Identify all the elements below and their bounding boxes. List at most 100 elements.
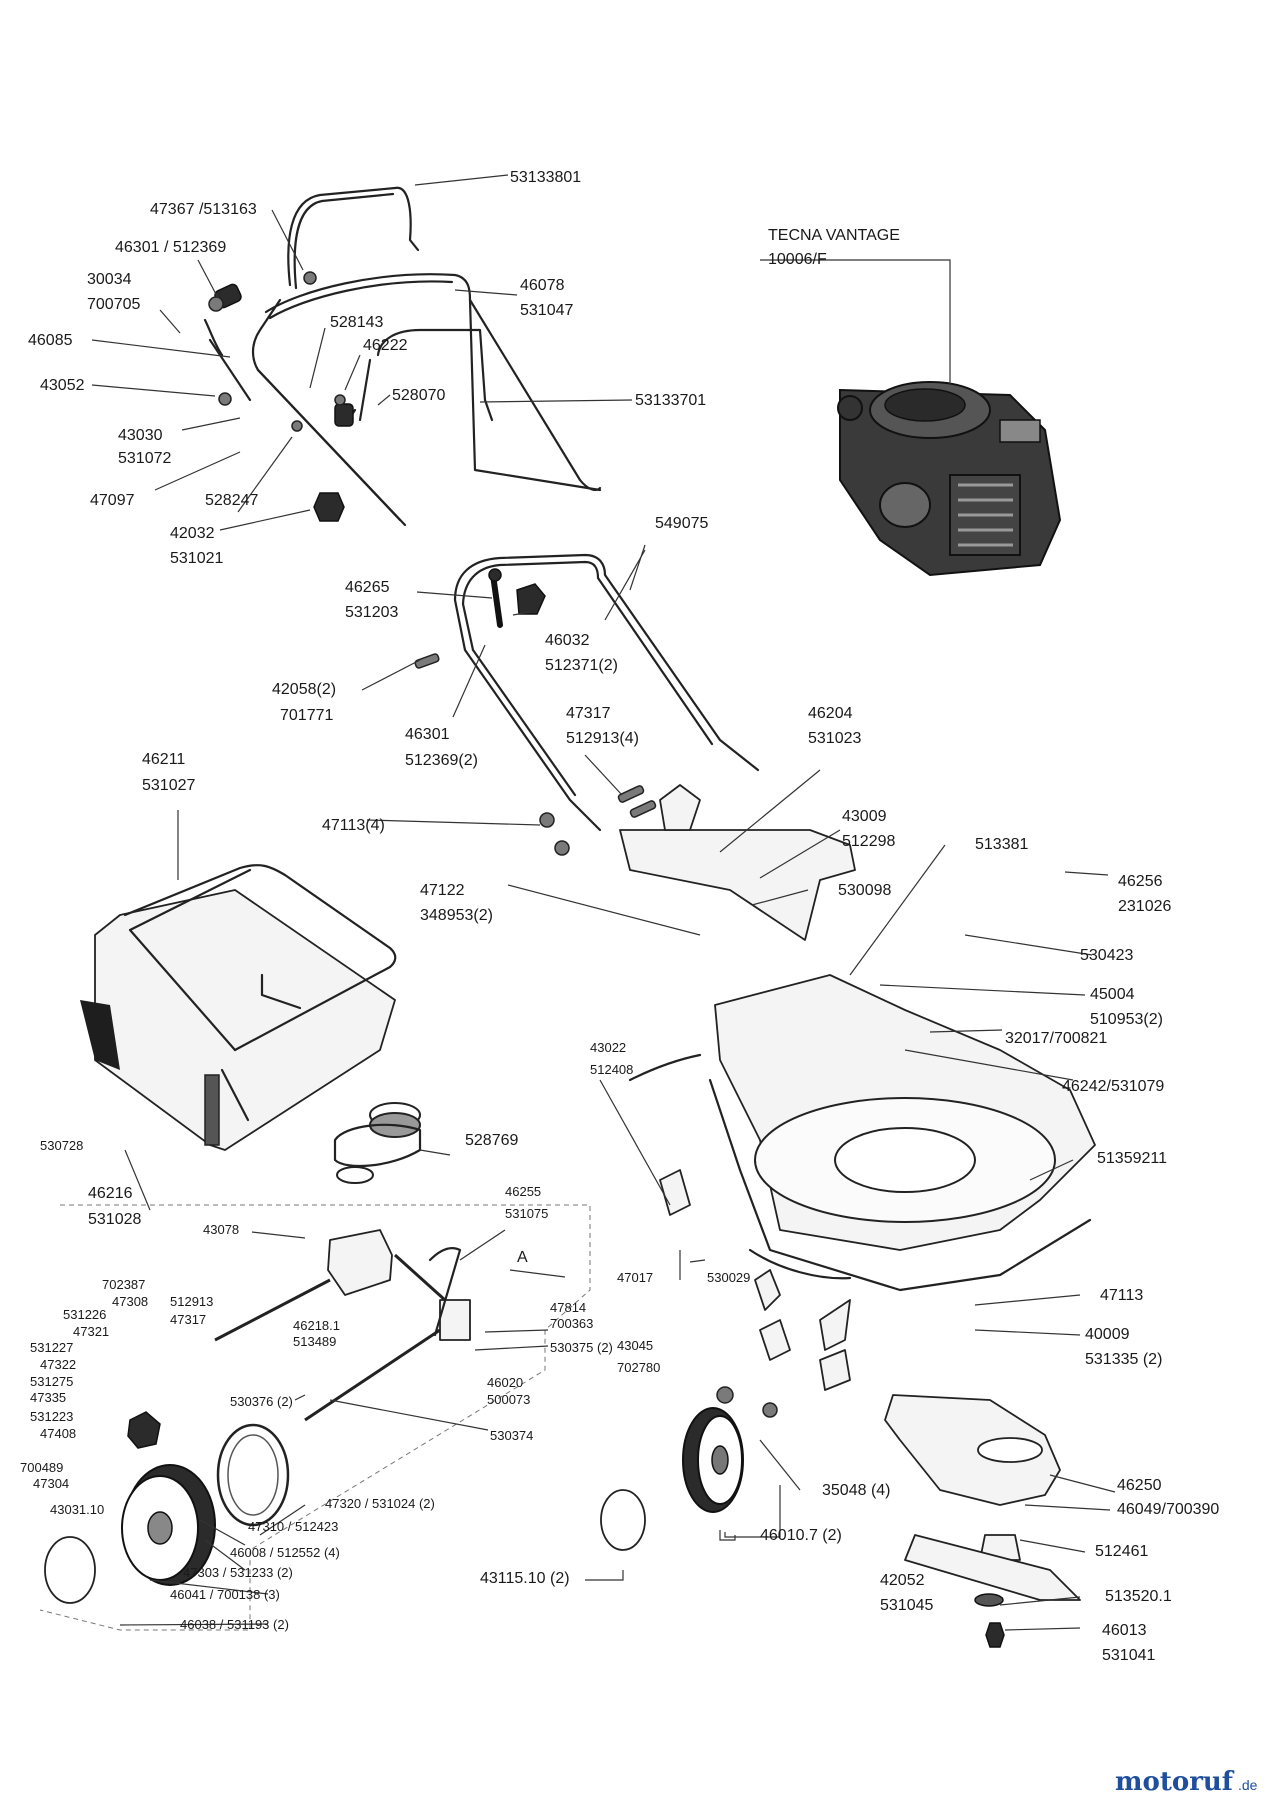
label-500073: 500073 bbox=[487, 1392, 530, 1407]
label-513489: 513489 bbox=[293, 1334, 336, 1349]
label-46204: 46204 bbox=[808, 705, 853, 722]
label-A: A bbox=[517, 1249, 528, 1266]
label-531275: 531275 bbox=[30, 1374, 73, 1389]
label-46049: 46049/700390 bbox=[1117, 1501, 1219, 1518]
label-43009: 43009 bbox=[842, 808, 887, 825]
label-530375: 530375 (2) bbox=[550, 1340, 613, 1355]
label-528247: 528247 bbox=[205, 492, 258, 509]
label-40009: 40009 bbox=[1085, 1326, 1130, 1343]
label-46013: 46013 bbox=[1102, 1622, 1147, 1639]
motoruf-logo: motoruf .de bbox=[1115, 1767, 1258, 1797]
knob-icon bbox=[313, 492, 345, 522]
label-512913: 512913 bbox=[170, 1294, 213, 1309]
upper-handle-drawing bbox=[203, 186, 602, 527]
label-46218-1: 46218.1 bbox=[293, 1318, 340, 1333]
label-348953: 348953(2) bbox=[420, 907, 493, 924]
label-47113: 47113 bbox=[1100, 1287, 1143, 1304]
label-231026: 231026 bbox=[1118, 898, 1171, 915]
engine-code-label: 10006/F bbox=[768, 251, 827, 268]
label-43115-10: 43115.10 (2) bbox=[480, 1570, 570, 1587]
label-43031-10: 43031.10 bbox=[50, 1502, 104, 1517]
label-528143: 528143 bbox=[330, 314, 383, 331]
label-701771: 701771 bbox=[280, 707, 333, 724]
label-46038: 46038 / 531193 (2) bbox=[180, 1617, 289, 1632]
label-51359211: 51359211 bbox=[1097, 1150, 1167, 1167]
label-47367: 47367 /513163 bbox=[150, 201, 257, 218]
label-512913-handle: 512913(4) bbox=[566, 730, 639, 747]
label-46008: 46008 / 512552 (4) bbox=[230, 1545, 340, 1560]
label-530423: 530423 bbox=[1080, 947, 1133, 964]
label-53133801: 53133801 bbox=[510, 169, 581, 186]
label-46211: 46211 bbox=[142, 751, 185, 768]
label-46301-upper: 46301 / 512369 bbox=[115, 239, 226, 256]
label-531227: 531227 bbox=[30, 1340, 73, 1355]
label-530029: 530029 bbox=[707, 1270, 750, 1285]
label-47322: 47322 bbox=[40, 1357, 76, 1372]
part-labels: 53133801 47367 /513163 46301 / 512369 30… bbox=[20, 169, 1219, 1664]
label-531041: 531041 bbox=[1102, 1647, 1155, 1664]
label-531072: 531072 bbox=[118, 450, 171, 467]
mower-deck-drawing bbox=[619, 784, 1096, 1292]
label-700705: 700705 bbox=[87, 296, 140, 313]
label-43030: 43030 bbox=[118, 427, 163, 444]
leader-lines bbox=[91, 174, 1116, 1631]
label-531047: 531047 bbox=[520, 302, 573, 319]
label-47317-handle: 47317 bbox=[566, 705, 611, 722]
label-47303: 47303 / 531233 (2) bbox=[183, 1565, 293, 1580]
label-46222: 46222 bbox=[363, 337, 408, 354]
label-46041: 46041 / 700138 (3) bbox=[170, 1587, 280, 1602]
label-510953: 510953(2) bbox=[1090, 1011, 1163, 1028]
label-53133701: 53133701 bbox=[635, 392, 706, 409]
lower-handle-drawing bbox=[414, 553, 760, 856]
label-700363: 700363 bbox=[550, 1316, 593, 1331]
label-47317: 47317 bbox=[170, 1312, 206, 1327]
label-530374: 530374 bbox=[490, 1428, 533, 1443]
label-42052: 42052 bbox=[880, 1572, 925, 1589]
label-512298: 512298 bbox=[842, 833, 895, 850]
label-528769: 528769 bbox=[465, 1132, 518, 1149]
label-549075: 549075 bbox=[655, 515, 708, 532]
label-702780: 702780 bbox=[617, 1360, 660, 1375]
engine-model-label: TECNA VANTAGE bbox=[768, 227, 900, 244]
grass-bag-drawing bbox=[80, 864, 397, 1151]
label-42058: 42058(2) bbox=[272, 681, 336, 698]
label-46010-7: 46010.7 (2) bbox=[760, 1527, 842, 1544]
label-512408: 512408 bbox=[590, 1062, 633, 1077]
label-43022: 43022 bbox=[590, 1040, 626, 1055]
label-47122: 47122 bbox=[420, 882, 465, 899]
label-530098: 530098 bbox=[838, 882, 891, 899]
label-531027: 531027 bbox=[142, 777, 195, 794]
label-43052: 43052 bbox=[40, 377, 85, 394]
label-702387: 702387 bbox=[102, 1277, 145, 1292]
label-47408: 47408 bbox=[40, 1426, 76, 1441]
label-30034: 30034 bbox=[87, 271, 132, 288]
label-513520-1: 513520.1 bbox=[1105, 1588, 1172, 1605]
label-46032: 46032 bbox=[545, 632, 590, 649]
label-512461: 512461 bbox=[1095, 1543, 1148, 1560]
label-46078: 46078 bbox=[520, 277, 565, 294]
label-46216: 46216 bbox=[88, 1185, 133, 1202]
label-47304: 47304 bbox=[33, 1476, 69, 1491]
label-531203: 531203 bbox=[345, 604, 398, 621]
label-47017: 47017 bbox=[617, 1270, 653, 1285]
label-46242: 46242/531079 bbox=[1062, 1078, 1164, 1095]
label-531075: 531075 bbox=[505, 1206, 548, 1221]
engine-drawing bbox=[837, 381, 1062, 577]
label-47310: 47310 / 512423 bbox=[248, 1519, 338, 1534]
label-46085: 46085 bbox=[28, 332, 73, 349]
label-32017: 32017/700821 bbox=[1005, 1030, 1107, 1047]
label-35048: 35048 (4) bbox=[822, 1482, 891, 1499]
label-42032: 42032 bbox=[170, 525, 215, 542]
label-531028: 531028 bbox=[88, 1211, 141, 1228]
label-46301-lower: 46301 bbox=[405, 726, 450, 743]
label-531045: 531045 bbox=[880, 1597, 933, 1614]
label-47320: 47320 / 531024 (2) bbox=[325, 1496, 435, 1511]
label-531021: 531021 bbox=[170, 550, 223, 567]
label-46250: 46250 bbox=[1117, 1477, 1162, 1494]
clip-icon bbox=[334, 403, 354, 427]
label-531023: 531023 bbox=[808, 730, 861, 747]
label-43078: 43078 bbox=[203, 1222, 239, 1237]
label-47321: 47321 bbox=[73, 1324, 109, 1339]
